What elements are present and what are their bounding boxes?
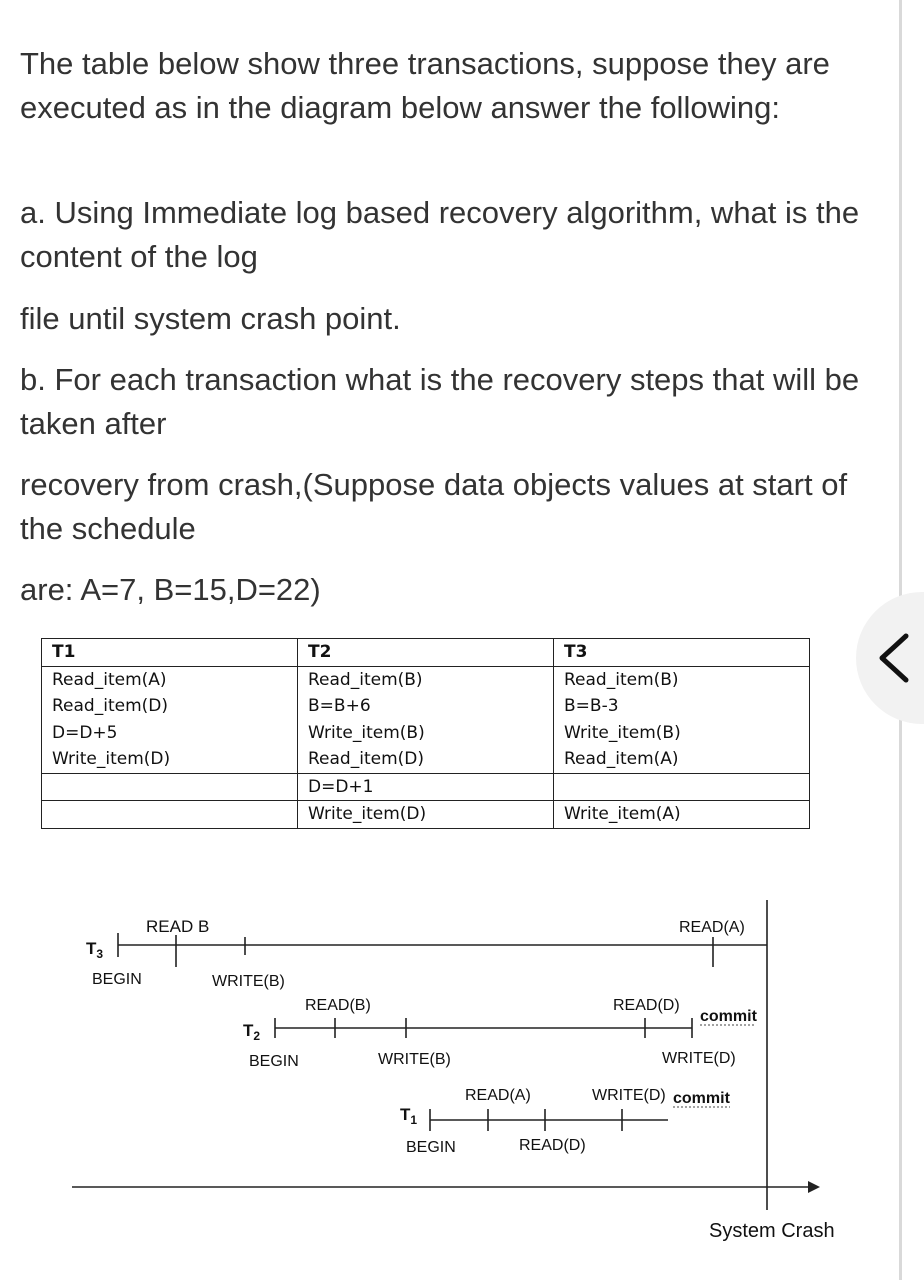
t1-read-d-label: READ(D)	[519, 1137, 586, 1154]
question-part-a: a. Using Immediate log based recovery al…	[20, 195, 860, 274]
t2-begin-label: BEGIN	[249, 1053, 299, 1070]
question-intro: The table below show three transactions,…	[20, 46, 830, 125]
table-cell: Write_item(D)	[297, 800, 554, 829]
question-part-a-continued: file until system crash point.	[20, 301, 401, 336]
t2-write-b-label: WRITE(B)	[378, 1051, 451, 1068]
t3-label: T3	[86, 939, 103, 961]
question-part-b: b. For each transaction what is the reco…	[20, 362, 860, 441]
table-cell: Read_item(A)	[41, 666, 298, 693]
table-cell	[41, 800, 298, 829]
table-cell	[553, 772, 810, 801]
table-header-row: T1 T2 T3	[41, 638, 810, 667]
table-cell: D=D+1	[297, 772, 554, 801]
table-cell	[41, 772, 298, 801]
header-t1: T1	[41, 638, 298, 667]
timeline-lines	[72, 900, 808, 1210]
t3-read-a-label: READ(A)	[679, 919, 745, 936]
t2-write-d-label: WRITE(D)	[662, 1050, 736, 1067]
t1-begin-label: BEGIN	[406, 1139, 456, 1156]
table-cell: B=B+6	[297, 693, 554, 720]
table-cell: Read_item(B)	[297, 666, 554, 693]
question-part-b-continued: recovery from crash,(Suppose data object…	[20, 467, 848, 546]
table-row: Read_item(D) B=B+6 B=B-3	[41, 693, 810, 720]
table-cell: Read_item(B)	[553, 666, 810, 693]
header-t2: T2	[297, 638, 554, 667]
header-t3: T3	[553, 638, 810, 667]
table-cell: Write_item(D)	[41, 746, 298, 773]
time-axis-arrowhead-icon	[808, 1181, 820, 1193]
table-cell: Write_item(B)	[297, 719, 554, 746]
table-row: D=D+5 Write_item(B) Write_item(B)	[41, 719, 810, 746]
table-cell: D=D+5	[41, 719, 298, 746]
commit-underlines	[673, 1024, 756, 1108]
t1-write-d-label: WRITE(D)	[592, 1087, 666, 1104]
t2-commit-label: commit	[700, 1008, 758, 1025]
question-initial-values: are: A=7, B=15,D=22)	[20, 572, 321, 607]
t1-label: T1	[400, 1105, 417, 1127]
system-crash-label: System Crash	[709, 1220, 835, 1242]
t2-read-b-label: READ(B)	[305, 997, 371, 1014]
table-row: Write_item(D) Write_item(A)	[41, 800, 810, 829]
t1-read-a-label: READ(A)	[465, 1087, 531, 1104]
table-cell: Write_item(A)	[553, 800, 810, 829]
t2-read-d-label: READ(D)	[613, 997, 680, 1014]
table-cell: B=B-3	[553, 693, 810, 720]
t3-begin-label: BEGIN	[92, 971, 142, 988]
table-row: Read_item(A) Read_item(B) Read_item(B)	[41, 666, 810, 693]
table-cell: Read_item(A)	[553, 746, 810, 773]
table-cell: Read_item(D)	[297, 746, 554, 773]
transactions-table: T1 T2 T3 Read_item(A) Read_item(B) Read_…	[41, 638, 810, 829]
schedule-timeline-diagram: T3 BEGIN READ B WRITE(B) READ(A) T2 BEGI…	[72, 900, 835, 1242]
chevron-left-icon	[879, 633, 909, 683]
t1-commit-label: commit	[673, 1090, 731, 1107]
table-row: Write_item(D) Read_item(D) Read_item(A)	[41, 746, 810, 773]
table-cell: Read_item(D)	[41, 693, 298, 720]
table-cell: Write_item(B)	[553, 719, 810, 746]
t3-read-b-label: READ B	[146, 917, 209, 936]
table-row: D=D+1	[41, 772, 810, 801]
t3-write-b-label: WRITE(B)	[212, 973, 285, 990]
t2-label: T2	[243, 1021, 260, 1043]
